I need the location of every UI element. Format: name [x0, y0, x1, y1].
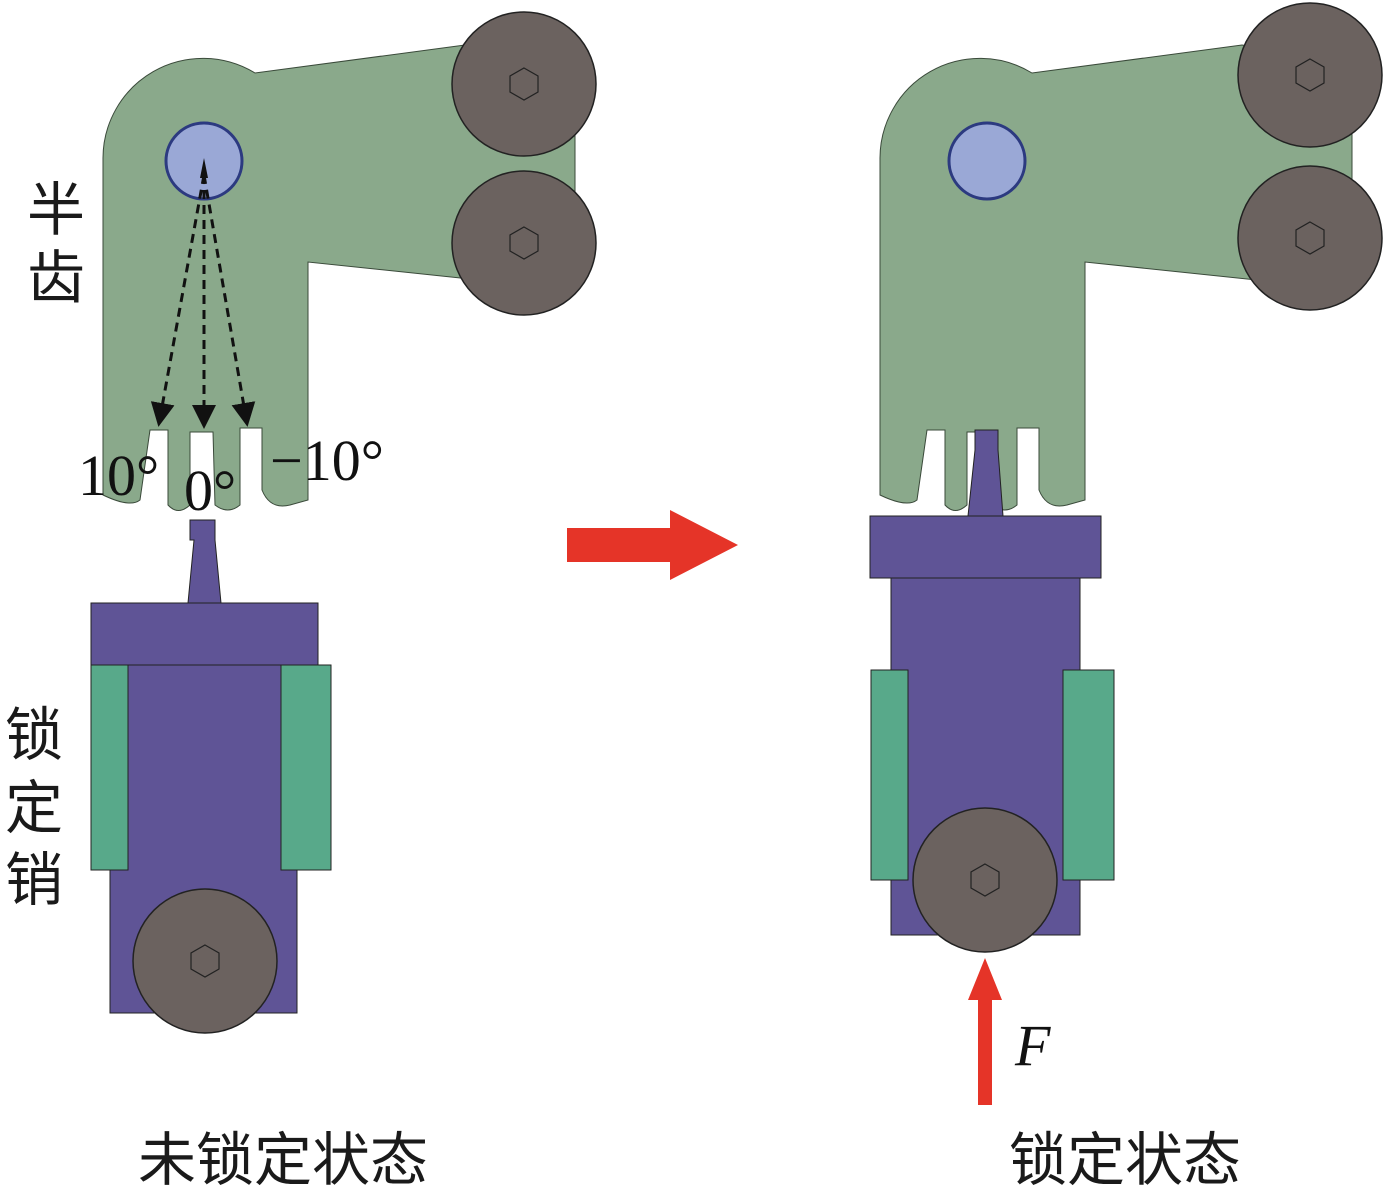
roller-wheel	[1237, 2, 1383, 148]
label-lock-pin-1: 锁	[5, 701, 63, 769]
locked-assembly: F 锁定状态	[869, 2, 1383, 1189]
label-lock-pin-3: 销	[5, 846, 63, 914]
angle-arrows	[150, 174, 256, 429]
label-half-tooth-1: 半	[27, 176, 85, 244]
guide-pad	[870, 669, 909, 881]
lock-pin-part	[869, 429, 1115, 953]
caption-locked: 锁定状态	[1009, 1126, 1241, 1189]
pivot-pin	[947, 121, 1027, 201]
caption-unlocked: 未锁定状态	[138, 1126, 428, 1189]
angle-label-minus-10: −10°	[270, 428, 384, 493]
roller-wheel	[451, 11, 597, 157]
angle-label-0: 0°	[184, 458, 236, 523]
roller-wheel	[912, 807, 1058, 953]
force-arrow-icon	[968, 958, 1002, 1105]
transition-arrow-icon	[567, 510, 738, 580]
roller-wheel	[132, 888, 278, 1034]
guide-pad	[1062, 669, 1115, 881]
guide-pad	[280, 664, 332, 871]
guide-pad	[90, 664, 129, 871]
angle-label-10: 10°	[78, 443, 159, 508]
unlocked-assembly: 半 齿 锁 定 销 10° 0° −10° 未锁定状态	[5, 11, 597, 1189]
label-half-tooth-2: 齿	[27, 244, 85, 312]
roller-wheel	[451, 170, 597, 316]
roller-wheel	[1237, 165, 1383, 311]
label-lock-pin-2: 定	[5, 774, 63, 842]
force-label: F	[1014, 1013, 1051, 1078]
lock-pin-part	[90, 519, 332, 1034]
